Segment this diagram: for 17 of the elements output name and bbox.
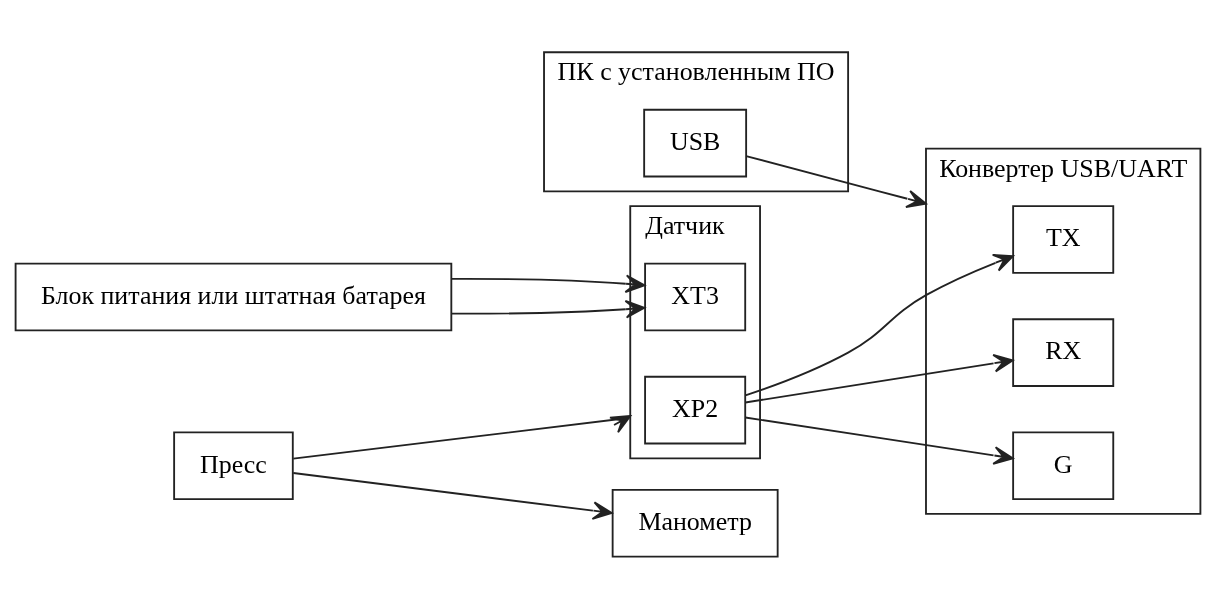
arrow [292,414,632,460]
arrow [744,353,1014,403]
arrow [745,154,927,208]
arrow [292,471,613,520]
node-box: XT3 [644,262,747,331]
node-box: Пресс [173,430,294,500]
node-box: RX [1012,317,1115,387]
arrow [450,299,646,318]
arrow [744,416,1014,465]
arrow [450,274,646,293]
node-box: Манометр [611,488,779,557]
node-box: TX [1012,204,1115,274]
arrow [744,253,1014,396]
node-box: USB [643,108,748,177]
node-box: XP2 [644,375,747,444]
node-box: G [1012,430,1115,500]
node-box: Блок питания или штатная батарея [14,262,453,331]
